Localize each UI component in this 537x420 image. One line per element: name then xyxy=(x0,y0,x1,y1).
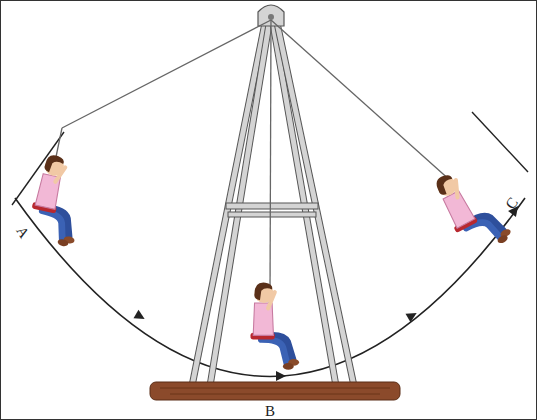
position-label: A xyxy=(13,223,31,240)
position-label: B xyxy=(265,404,275,419)
position-label: C xyxy=(503,194,521,211)
